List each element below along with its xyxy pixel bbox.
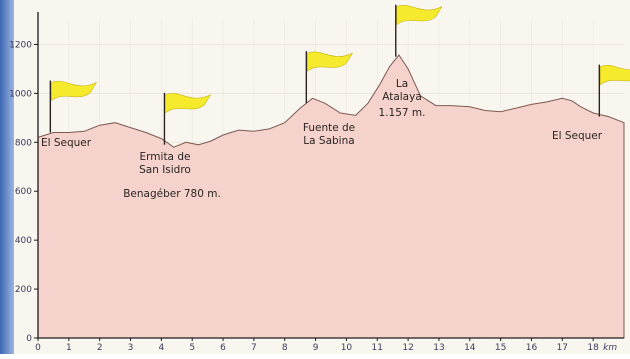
y-tick-label: 800 (15, 138, 32, 148)
flag-cloth (396, 5, 443, 26)
place-label: Benagéber 780 m. (123, 188, 221, 200)
x-tick-label: 10 (341, 343, 353, 353)
y-tick-label: 200 (15, 285, 32, 295)
place-label: El Sequer (552, 130, 603, 142)
place-label: El Sequer (41, 137, 92, 149)
summit-flag (395, 4, 443, 57)
x-tick-label: 14 (464, 343, 476, 353)
x-tick-label: 15 (495, 343, 506, 353)
y-tick-label: 1200 (9, 40, 32, 50)
x-tick-label: 18 (587, 343, 599, 353)
x-tick-label: 17 (557, 343, 568, 353)
x-tick-label: 7 (251, 343, 257, 353)
y-tick-label: 400 (15, 236, 32, 246)
place-label: La (396, 78, 408, 90)
x-tick-label: 2 (97, 343, 103, 353)
place-label: Ermita de (140, 151, 191, 163)
place-label: Atalaya (382, 91, 422, 103)
x-tick-label: 0 (35, 343, 41, 353)
place-label: La Sabina (303, 135, 354, 147)
x-tick-label: 13 (433, 343, 444, 353)
flag-cloth (600, 65, 630, 86)
y-tick-label: 1000 (9, 89, 32, 99)
summit-flag (163, 92, 212, 145)
flag-cloth (307, 51, 354, 72)
place-label: Fuente de (303, 122, 355, 134)
x-tick-label: 3 (128, 343, 134, 353)
x-tick-label: 1 (66, 343, 72, 353)
place-label: San Isidro (139, 164, 191, 176)
summit-flag (49, 80, 98, 133)
elevation-area (37, 54, 625, 339)
place-label: 1.157 m. (379, 107, 426, 119)
axes (37, 12, 624, 339)
x-unit-label: km (603, 343, 617, 353)
x-tick-label: 4 (159, 343, 165, 353)
flag-cloth (51, 80, 98, 102)
summit-flag (305, 51, 354, 104)
y-tick-label: 600 (15, 187, 32, 197)
summit-flag (598, 64, 630, 117)
flag-cloth (165, 93, 212, 114)
x-tick-label: 9 (313, 343, 319, 353)
x-tick-label: 16 (526, 343, 538, 353)
x-tick-label: 6 (220, 343, 226, 353)
y-tick-label: 0 (26, 334, 32, 344)
x-tick-label: 11 (372, 343, 383, 353)
x-tick-label: 12 (402, 343, 413, 353)
summit-flags (49, 4, 630, 145)
x-tick-label: 5 (189, 343, 195, 353)
left-color-band (0, 0, 14, 354)
y-tick-labels: 0 200 400 600 800 1000 1200 (9, 40, 38, 344)
x-tick-label: 8 (282, 343, 288, 353)
